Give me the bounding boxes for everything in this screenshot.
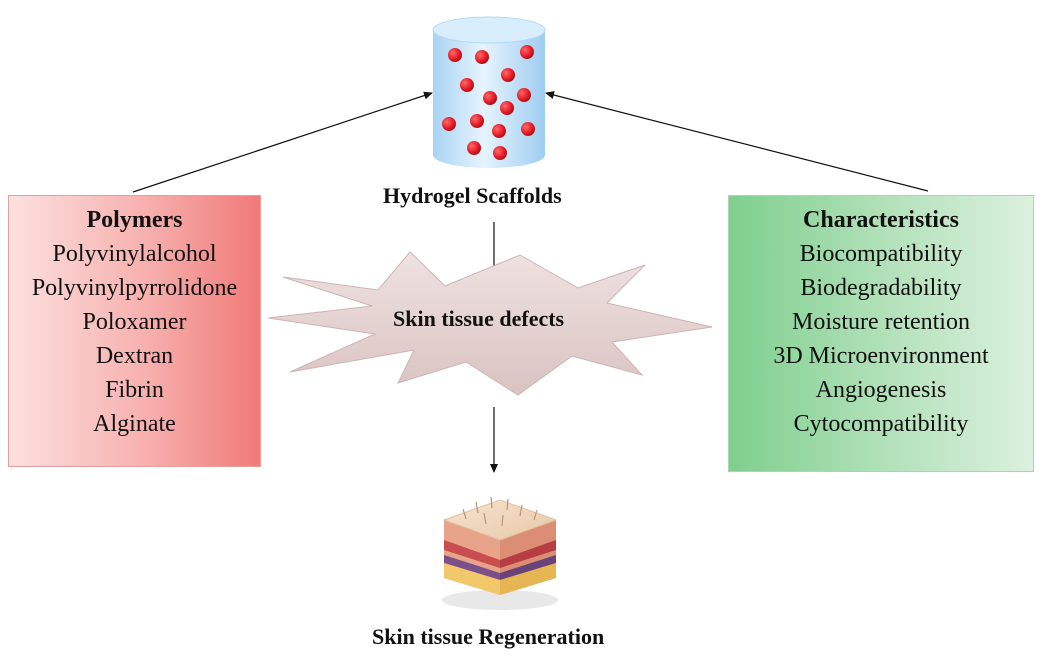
polymer-item: Polyvinylpyrrolidone xyxy=(31,275,238,301)
characteristic-item: 3D Microenvironment xyxy=(773,343,989,369)
skin-defect-starburst-icon xyxy=(267,251,713,396)
hydrogel-scaffolds-label: Hydrogel Scaffolds xyxy=(383,183,562,208)
characteristic-item: Biocompatibility xyxy=(799,241,963,267)
polymer-item: Polyvinylalcohol xyxy=(52,241,217,267)
polymers-title: Polymers xyxy=(86,207,183,233)
polymer-item: Dextran xyxy=(95,343,174,369)
characteristics-title: Characteristics xyxy=(803,207,959,233)
polymer-item: Fibrin xyxy=(105,377,164,403)
hydrogel-scaffold-icon xyxy=(432,16,546,168)
arrow-polymers-to-hydrogel xyxy=(132,91,433,193)
skin-tissue-regeneration-label: Skin tissue Regeneration xyxy=(372,624,605,649)
characteristic-item: Moisture retention xyxy=(792,309,970,335)
characteristic-item: Cytocompatibility xyxy=(793,411,969,437)
arrow-characteristics-to-hydrogel xyxy=(545,91,929,192)
characteristic-item: Angiogenesis xyxy=(815,377,947,403)
polymer-item: Alginate xyxy=(93,411,176,437)
characteristic-item: Biodegradability xyxy=(800,275,962,301)
characteristics-box: Characteristics Biocompatibility Biodegr… xyxy=(728,195,1034,472)
red-bead-icon xyxy=(442,45,535,160)
polymers-box: Polymers Polyvinylalcohol Polyvinylpyrro… xyxy=(8,195,261,467)
skin-tissue-defects-label: Skin tissue defects xyxy=(393,306,565,331)
skin-tissue-icon xyxy=(442,496,558,610)
polymer-item: Poloxamer xyxy=(82,309,187,335)
